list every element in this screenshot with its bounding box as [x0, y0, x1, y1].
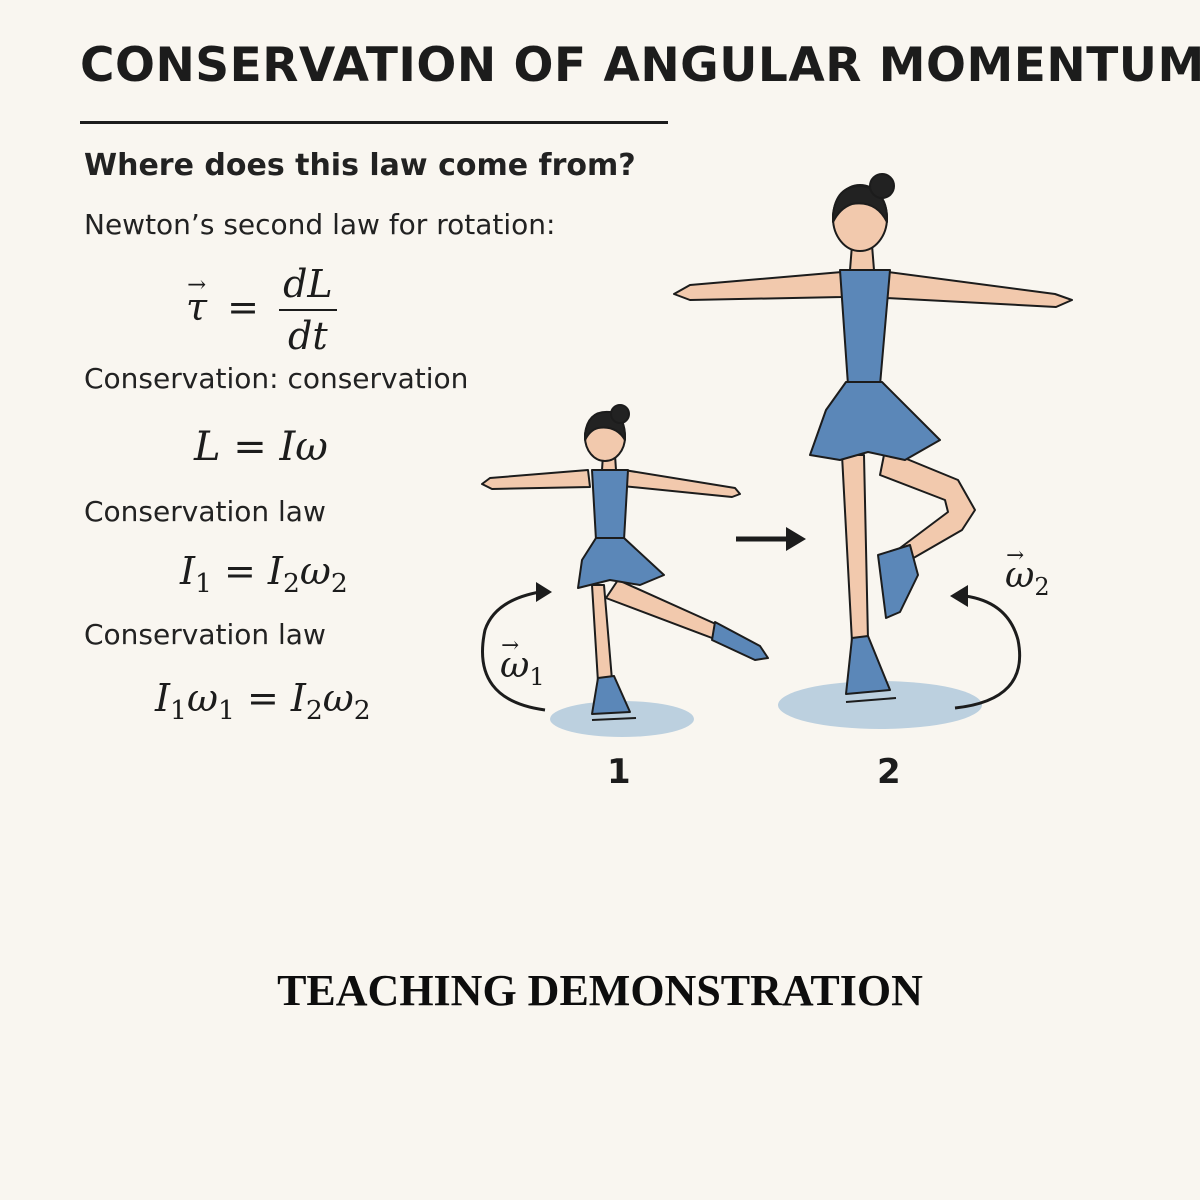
- omega-1-label: →ω1: [500, 633, 545, 692]
- footer-caption: TEACHING DEMONSTRATION: [277, 966, 923, 1015]
- fraction-numerator: dL: [283, 262, 333, 306]
- skater-1-skirt: [577, 537, 665, 589]
- L-equation: L = Iω: [194, 424, 328, 470]
- skater-1-boot-standing: [591, 675, 631, 715]
- page-title: CONSERVATION OF ANGULAR MOMENTUM: [80, 38, 1200, 93]
- vector-arrow-icon: →: [501, 633, 520, 659]
- skater-1-boot-raised: [711, 621, 769, 661]
- title-underline: [80, 121, 668, 124]
- skater-2-torso: [839, 269, 891, 386]
- skater-1-extended-leg: [605, 579, 725, 639]
- newton-label: Newton’s second law for rotation:: [84, 208, 556, 241]
- skater-1-blade: [591, 717, 637, 721]
- transition-arrow: [736, 527, 806, 551]
- omega-2-label: →ω2: [1005, 543, 1050, 602]
- vector-arrow-icon: →: [1006, 543, 1025, 569]
- fraction-denominator: dt: [288, 314, 328, 358]
- ice-patch-2: [778, 681, 982, 729]
- vector-arrow-icon: →: [187, 271, 207, 298]
- skater-1-right-arm: [621, 469, 741, 498]
- skater-2-boot-standing: [845, 635, 891, 695]
- torque-equation: →τ = dL dt: [186, 262, 337, 358]
- skater-2-left-arm: [673, 271, 843, 301]
- skater-2-skirt: [809, 381, 941, 461]
- skater-2-blade: [845, 697, 897, 703]
- section-question: Where does this law come from?: [84, 148, 636, 183]
- rotation-arrow-2: [950, 585, 1022, 710]
- torque-vector-symbol: →τ: [186, 271, 208, 329]
- skater-2-bent-leg: [879, 449, 976, 561]
- skater-illustration: [481, 173, 1073, 737]
- fraction-bar: [279, 309, 337, 311]
- skater-2-bun: [869, 173, 895, 199]
- stage-2-label: 2: [877, 752, 901, 792]
- rotation-arrow-1: [481, 582, 552, 712]
- law-equation-1: I1 = I2ω2: [180, 549, 348, 599]
- skater-2-boot-raised: [877, 544, 919, 619]
- skater-2-standing-leg: [841, 454, 869, 643]
- skater-1: [481, 404, 769, 721]
- skater-2: [673, 173, 1073, 703]
- dL-dt-fraction: dL dt: [279, 262, 337, 358]
- law-equation-2: I1ω1 = I2ω2: [155, 676, 371, 726]
- skater-1-left-arm: [481, 469, 591, 490]
- conservation-label: Conservation: conservation: [84, 362, 469, 395]
- law-label-2: Conservation law: [84, 618, 326, 651]
- stage-1-label: 1: [607, 752, 631, 792]
- skater-2-right-arm: [885, 271, 1073, 308]
- skater-1-bun: [610, 404, 630, 424]
- law-label-1: Conservation law: [84, 495, 326, 528]
- skater-1-torso: [591, 469, 629, 541]
